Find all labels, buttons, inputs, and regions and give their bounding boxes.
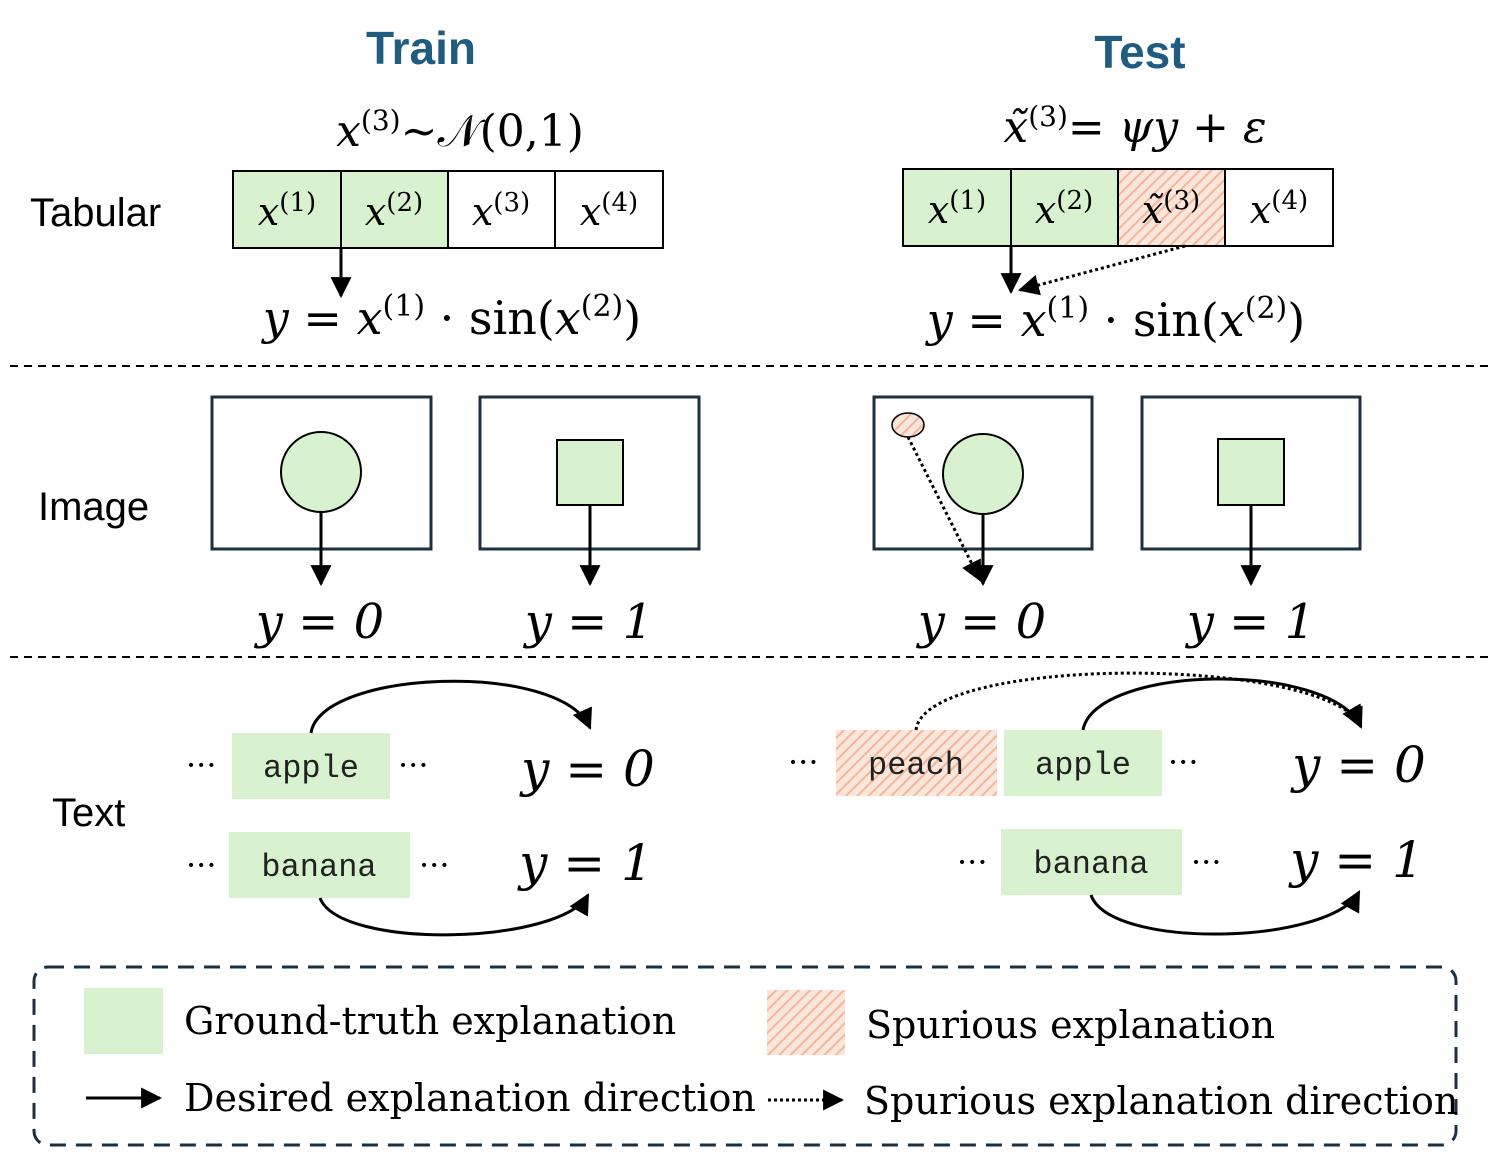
legend-spurious-swatch	[767, 990, 845, 1055]
legend-ground-truth-label: Ground-truth explanation	[184, 999, 676, 1043]
svg-text:x̃(3): x̃(3)	[1142, 186, 1200, 232]
test-token-peach: peach	[868, 747, 964, 784]
train-cell-x4	[554, 170, 664, 249]
ellipsis: ···	[788, 743, 819, 781]
legend-desired-direction-label: Desired explanation direction	[184, 1076, 756, 1120]
legend-ground-truth-swatch	[84, 988, 163, 1054]
train-dist-lhs: x	[336, 106, 361, 157]
test-cell-x1	[902, 168, 1012, 247]
image-test-square-panel	[1140, 395, 1362, 587]
test-shift-formula: x̃(3)= ψy + ε	[1003, 100, 1266, 153]
square-shape	[1217, 438, 1285, 506]
test-cell-x3-spurious	[1117, 168, 1226, 247]
row-label-image: Image	[38, 485, 149, 529]
svg-text:x(3): x(3)	[472, 188, 530, 234]
spurious-blob	[891, 412, 925, 438]
train-banana-desired-arrow	[318, 893, 590, 937]
train-target-formula: y = x(1) · sin(x(2))	[261, 289, 641, 345]
circle-shape	[280, 431, 362, 513]
svg-text:x(4): x(4)	[1250, 186, 1308, 232]
svg-text:x(1): x(1)	[258, 188, 316, 234]
ellipsis: ···	[186, 846, 217, 884]
test-target-formula: y = x(1) · sin(x(2))	[925, 291, 1305, 347]
test-peach-spurious-arrow	[914, 671, 1363, 731]
train-cell-x2	[340, 170, 449, 249]
train-header: Train	[366, 22, 476, 74]
train-dist-rhs: ~𝒩(0,1)	[401, 106, 584, 157]
svg-text:x(2): x(2)	[1035, 186, 1093, 232]
train-feature-table: x(1) x(2) x(3) x(4)	[232, 170, 664, 249]
test-banana-desired-arrow	[1089, 890, 1361, 936]
ellipsis: ···	[398, 746, 429, 784]
test-text-label-1: y = 1	[1288, 831, 1424, 889]
train-text-label-0: y = 0	[519, 740, 655, 798]
ellipsis: ···	[957, 843, 988, 881]
legend-spurious-direction-label: Spurious explanation direction	[864, 1079, 1458, 1123]
svg-text:x(4): x(4)	[580, 188, 638, 234]
train-dist-lhs-sup: (3)	[361, 104, 401, 137]
ellipsis: ···	[1191, 843, 1222, 881]
test-text-label-0: y = 0	[1290, 736, 1426, 794]
train-distribution-formula: x(3)~𝒩(0,1)	[336, 104, 584, 157]
image-test-circle-panel	[872, 395, 1094, 587]
svg-text:x(1): x(1)	[928, 186, 986, 232]
legend-spurious-label: Spurious explanation	[866, 1003, 1275, 1047]
svg-text:x(2): x(2)	[365, 188, 423, 234]
test-token-banana: banana	[1033, 846, 1148, 883]
train-cell-x3	[447, 170, 556, 249]
train-cell-x1	[232, 170, 342, 249]
image-train-circle-panel	[210, 395, 433, 587]
image-train-label-1: y = 1	[523, 594, 653, 650]
test-header: Test	[1094, 26, 1185, 78]
test-feature-table: x(1) x(2) x̃(3) x(4)	[902, 168, 1334, 247]
train-token-apple: apple	[263, 750, 359, 787]
circle-shape	[942, 433, 1024, 515]
row-label-tabular: Tabular	[30, 191, 161, 235]
row-label-text: Text	[52, 791, 125, 835]
image-train-label-0: y = 0	[254, 594, 384, 650]
test-token-banana-box	[1001, 829, 1182, 895]
image-test-label-0: y = 0	[916, 594, 1046, 650]
train-token-banana: banana	[261, 849, 376, 886]
test-spurious-arrow	[1017, 244, 1186, 296]
train-token-apple-box	[232, 733, 390, 799]
legend-box	[32, 965, 1458, 1147]
test-token-peach-box	[836, 730, 997, 796]
train-token-banana-box	[229, 832, 410, 898]
image-test-label-1: y = 1	[1185, 594, 1315, 650]
train-text-label-1: y = 1	[517, 834, 653, 892]
test-cell-x4	[1224, 168, 1334, 247]
ellipsis: ···	[419, 846, 450, 884]
ellipsis: ···	[186, 746, 217, 784]
test-token-apple: apple	[1035, 747, 1131, 784]
test-apple-desired-arrow	[1081, 677, 1363, 731]
image-train-square-panel	[478, 395, 701, 587]
spurious-arrow	[906, 436, 982, 582]
test-token-apple-box	[1004, 730, 1162, 796]
ellipsis: ···	[1168, 743, 1199, 781]
square-shape	[556, 439, 624, 506]
train-apple-desired-arrow	[309, 679, 592, 734]
